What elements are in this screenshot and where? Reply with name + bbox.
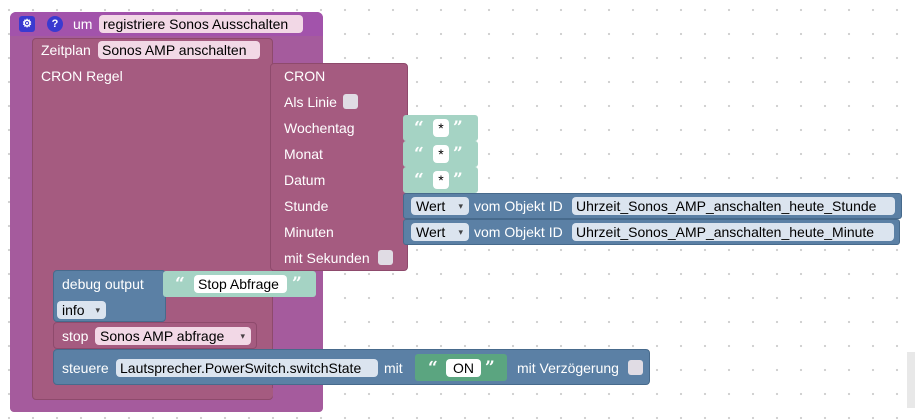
chevron-down-icon: ▾ [95,305,100,315]
minute-value-dropdown[interactable]: Wert ▾ [411,223,469,241]
debug-message-field[interactable]: Stop Abfrage [194,275,287,293]
schedule-label: Zeitplan [41,42,91,58]
open-quote-icon: “ [414,170,424,190]
hour-value-dropdown-label: Wert [416,198,446,214]
chevron-down-icon: ▾ [240,331,245,341]
close-quote-icon: ” [485,358,495,378]
with-seconds-label: mit Sekunden [284,250,370,266]
open-quote-icon: “ [414,144,424,164]
close-quote-icon: ” [453,170,463,190]
date-value-field[interactable]: * [433,171,449,189]
cron-title: CRON [284,68,326,84]
weekday-label: Wochentag [284,120,355,136]
control-delay-checkbox[interactable] [628,360,643,375]
close-quote-icon: ” [453,118,463,138]
chevron-down-icon: ▾ [458,201,463,211]
chevron-down-icon: ▾ [458,227,463,237]
control-with-label: mit [384,360,403,376]
stop-label: stop [62,328,89,344]
hour-value-dropdown[interactable]: Wert ▾ [411,197,469,215]
control-delay-label: mit Verzögerung [517,360,619,376]
debug-label: debug output [62,276,144,292]
date-label: Datum [284,172,326,188]
month-label: Monat [284,146,323,162]
minute-value-dropdown-label: Wert [416,224,446,240]
schedule-block-footer [40,388,273,398]
close-quote-icon: ” [292,274,302,294]
open-quote-icon: “ [175,274,185,294]
minute-object-label: vom Objekt ID [474,224,563,240]
hour-object-label: vom Objekt ID [474,198,563,214]
weekday-value-field[interactable]: * [433,119,449,137]
control-label: steuere [62,360,109,376]
debug-level-dropdown[interactable]: info ▾ [57,301,106,319]
hour-object-id-field[interactable]: Uhrzeit_Sonos_AMP_anschalten_heute_Stund… [572,197,895,215]
open-quote-icon: “ [414,118,424,138]
cron-rule-label: CRON Regel [41,68,123,84]
stop-schedule-dropdown[interactable]: Sonos AMP abfrage ▾ [95,327,251,345]
function-name-field[interactable]: registriere Sonos Ausschalten [99,15,303,33]
control-value-field[interactable]: ON [446,359,481,377]
control-state-id-field[interactable]: Lautsprecher.PowerSwitch.switchState [116,359,378,377]
minute-label: Minuten [284,224,334,240]
stop-schedule-label: Sonos AMP abfrage [100,328,225,344]
debug-level-label: info [62,302,85,318]
as-line-checkbox[interactable] [343,94,358,109]
hour-label: Stunde [284,198,329,214]
minute-object-id-field[interactable]: Uhrzeit_Sonos_AMP_anschalten_heute_Minut… [572,223,894,241]
function-block-footer [10,400,323,412]
schedule-name-field[interactable]: Sonos AMP anschalten [98,41,260,59]
as-line-label: Als Linie [284,94,337,110]
close-quote-icon: ” [453,144,463,164]
with-seconds-checkbox[interactable] [378,250,393,265]
help-icon[interactable]: ? [47,16,63,32]
month-value-field[interactable]: * [433,145,449,163]
open-quote-icon: “ [428,358,438,378]
function-keyword: um [73,16,93,32]
gear-icon[interactable]: ⚙ [19,16,35,32]
workspace-scrollbar[interactable] [907,352,915,408]
